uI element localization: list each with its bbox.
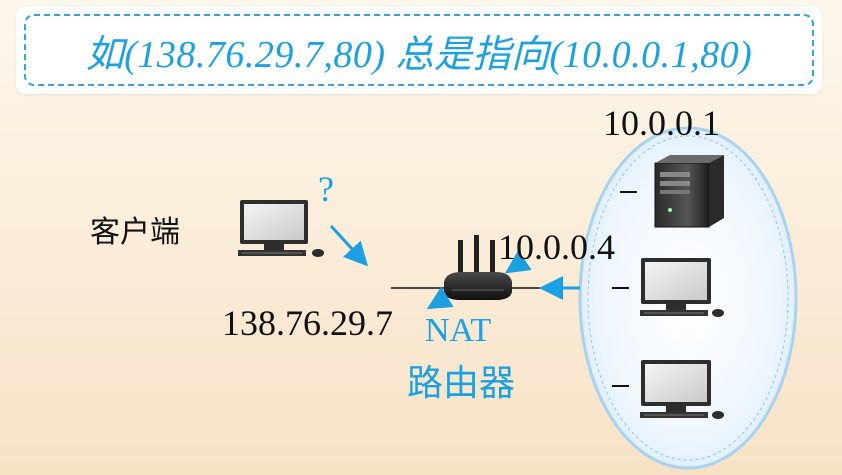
outside-port-pointer <box>426 286 454 310</box>
client-label: 客户端 <box>90 215 180 250</box>
inside-port-pointer <box>505 250 532 274</box>
router-outside-ip: 138.76.29.7 <box>222 303 393 343</box>
client-request-arrow <box>329 224 369 267</box>
desktop-computer-icon <box>640 258 724 317</box>
question-mark: ? <box>318 169 334 209</box>
desktop-computer-icon <box>640 360 724 419</box>
router-name-cn: 路由器 <box>407 363 516 404</box>
server-tower-icon <box>654 155 724 228</box>
server-ip-label: 10.0.0.1 <box>603 103 720 143</box>
router-inside-ip: 10.0.0.4 <box>498 227 615 267</box>
wifi-router-icon <box>444 235 512 300</box>
router-name-nat: NAT <box>425 312 492 349</box>
title-text: 如(138.76.29.7,80) 总是指向(10.0.0.1,80) <box>24 14 814 86</box>
desktop-computer-icon <box>238 200 324 257</box>
title-banner: 如(138.76.29.7,80) 总是指向(10.0.0.1,80) <box>16 6 822 94</box>
